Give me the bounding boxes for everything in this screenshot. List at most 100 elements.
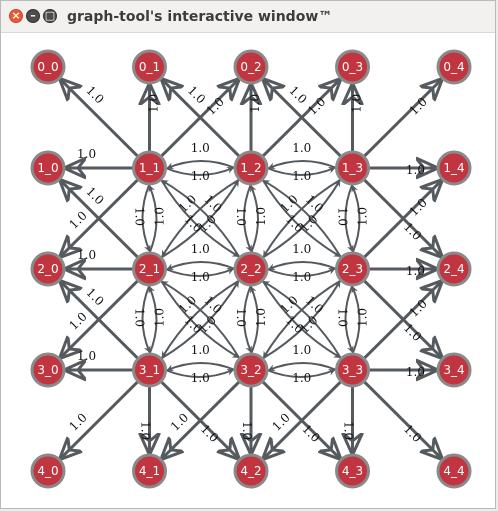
node-1_3[interactable]: 1_3 — [335, 150, 370, 186]
node-circle[interactable] — [30, 251, 66, 287]
nodes-layer[interactable]: 0_0 0_1 0_2 0_3 0_4 1_0 1_1 1_2 1_3 1_4 2_0 2_1 2_2 2… — [30, 49, 472, 489]
edge-1_2-2_1 — [161, 178, 241, 258]
edge-weight-label: 1.0 — [401, 422, 424, 445]
node-0_1[interactable]: 0_1 — [132, 49, 167, 85]
node-4_4[interactable]: 4_4 — [436, 453, 472, 489]
edge-2_2-1_1 — [161, 179, 241, 259]
edge-weight-label: 1.0 — [234, 207, 248, 226]
node-2_4[interactable]: 2_4 — [436, 251, 472, 287]
node-0_2[interactable]: 0_2 — [233, 49, 269, 85]
node-3_3[interactable]: 3_3 — [335, 352, 370, 388]
node-3_2[interactable]: 3_2 — [233, 352, 269, 388]
edge-3_2-2_2 — [250, 285, 259, 355]
edge-weight-label: 1.0 — [66, 410, 89, 433]
edge-1_1-0_0 — [61, 80, 140, 158]
node-1_0[interactable]: 1_0 — [30, 150, 66, 186]
edge-3_1-2_2 — [160, 280, 240, 360]
edge-3_2-2_1 — [161, 280, 241, 360]
node-circle[interactable] — [132, 251, 167, 287]
edge-1_1-2_2 — [159, 178, 240, 258]
node-circle[interactable] — [436, 150, 472, 186]
edge-weight-label: 1.0 — [66, 309, 89, 332]
node-3_1[interactable]: 3_1 — [132, 352, 167, 388]
node-circle[interactable] — [335, 453, 370, 489]
node-circle[interactable] — [132, 49, 167, 85]
edge-3_1-4_0 — [61, 380, 140, 458]
node-circle[interactable] — [436, 453, 472, 489]
node-0_0[interactable]: 0_0 — [30, 49, 66, 85]
edge-weight-label: 1.0 — [204, 95, 227, 118]
node-circle[interactable] — [30, 453, 66, 489]
node-circle[interactable] — [132, 453, 167, 489]
edge-2_1-1_0 — [61, 181, 140, 259]
edge-1_3-0_4 — [362, 80, 441, 158]
node-3_4[interactable]: 3_4 — [436, 352, 472, 388]
node-4_0[interactable]: 4_0 — [30, 453, 66, 489]
edge-3_3-4_4 — [362, 380, 441, 458]
edge-1_1-2_1 — [141, 183, 151, 253]
edge-2_1-1_1 — [148, 184, 158, 254]
node-circle[interactable] — [436, 49, 472, 85]
node-circle[interactable] — [30, 150, 66, 186]
edge-weight-label: 1.0 — [305, 95, 328, 118]
edge-2_2-3_3 — [261, 279, 341, 359]
maximize-button[interactable]: □ — [43, 9, 57, 23]
node-1_4[interactable]: 1_4 — [436, 150, 472, 186]
node-2_2[interactable]: 2_2 — [233, 251, 269, 287]
node-circle[interactable] — [233, 150, 269, 186]
edge-weight-label: 1.0 — [254, 308, 268, 327]
edge-weight-label: 1.0 — [196, 313, 219, 336]
node-circle[interactable] — [132, 352, 167, 388]
node-4_3[interactable]: 4_3 — [335, 453, 370, 489]
edge-weight-label: 1.0 — [66, 208, 89, 231]
minimize-button[interactable]: – — [26, 9, 40, 23]
node-label: 0_0 — [37, 60, 58, 74]
node-circle[interactable] — [233, 352, 269, 388]
node-label: 2_1 — [139, 262, 160, 276]
edge-weight-label: 1.0 — [401, 321, 424, 344]
edge-1_3-2_3 — [344, 183, 354, 253]
node-circle[interactable] — [335, 352, 370, 388]
node-1_2[interactable]: 1_2 — [233, 150, 269, 186]
node-2_3[interactable]: 2_3 — [335, 251, 370, 287]
edge-weight-label: 1.0 — [297, 212, 320, 235]
edge-3_2-3_1 — [166, 362, 236, 372]
edge-weight-label: 1.0 — [336, 207, 350, 226]
title-bar[interactable]: × – □ graph-tool's interactive window™ — [1, 1, 495, 33]
node-label: 3_2 — [240, 363, 261, 377]
edge-weight-label: 1.0 — [292, 371, 311, 385]
edge-weight-label: 1.0 — [299, 422, 322, 445]
node-circle[interactable] — [233, 49, 269, 85]
edge-2_2-1_2 — [250, 184, 259, 254]
node-2_0[interactable]: 2_0 — [30, 251, 66, 287]
edge-weight-label: 1.0 — [191, 270, 210, 284]
edge-weight-label: 1.0 — [269, 410, 292, 433]
node-circle[interactable] — [335, 150, 370, 186]
edge-weight-label: 1.0 — [406, 163, 425, 177]
node-1_1[interactable]: 1_1 — [132, 150, 167, 186]
node-circle[interactable] — [233, 251, 269, 287]
node-0_3[interactable]: 0_3 — [335, 49, 370, 85]
node-circle[interactable] — [233, 453, 269, 489]
node-4_1[interactable]: 4_1 — [132, 453, 167, 489]
node-circle[interactable] — [335, 251, 370, 287]
edge-3_3-2_2 — [262, 280, 343, 360]
node-circle[interactable] — [436, 352, 472, 388]
node-label: 0_2 — [240, 60, 261, 74]
node-circle[interactable] — [436, 251, 472, 287]
node-3_0[interactable]: 3_0 — [30, 352, 66, 388]
node-0_4[interactable]: 0_4 — [436, 49, 472, 85]
node-circle[interactable] — [335, 49, 370, 85]
edge-weight-label: 1.0 — [168, 410, 191, 433]
node-2_1[interactable]: 2_1 — [132, 251, 167, 287]
node-circle[interactable] — [132, 150, 167, 186]
node-label: 0_4 — [443, 60, 464, 74]
edge-weight-label: 1.0 — [191, 371, 210, 385]
close-button[interactable]: × — [9, 9, 23, 23]
node-circle[interactable] — [30, 49, 66, 85]
node-4_2[interactable]: 4_2 — [233, 453, 269, 489]
node-circle[interactable] — [30, 352, 66, 388]
node-label: 4_1 — [139, 464, 160, 478]
